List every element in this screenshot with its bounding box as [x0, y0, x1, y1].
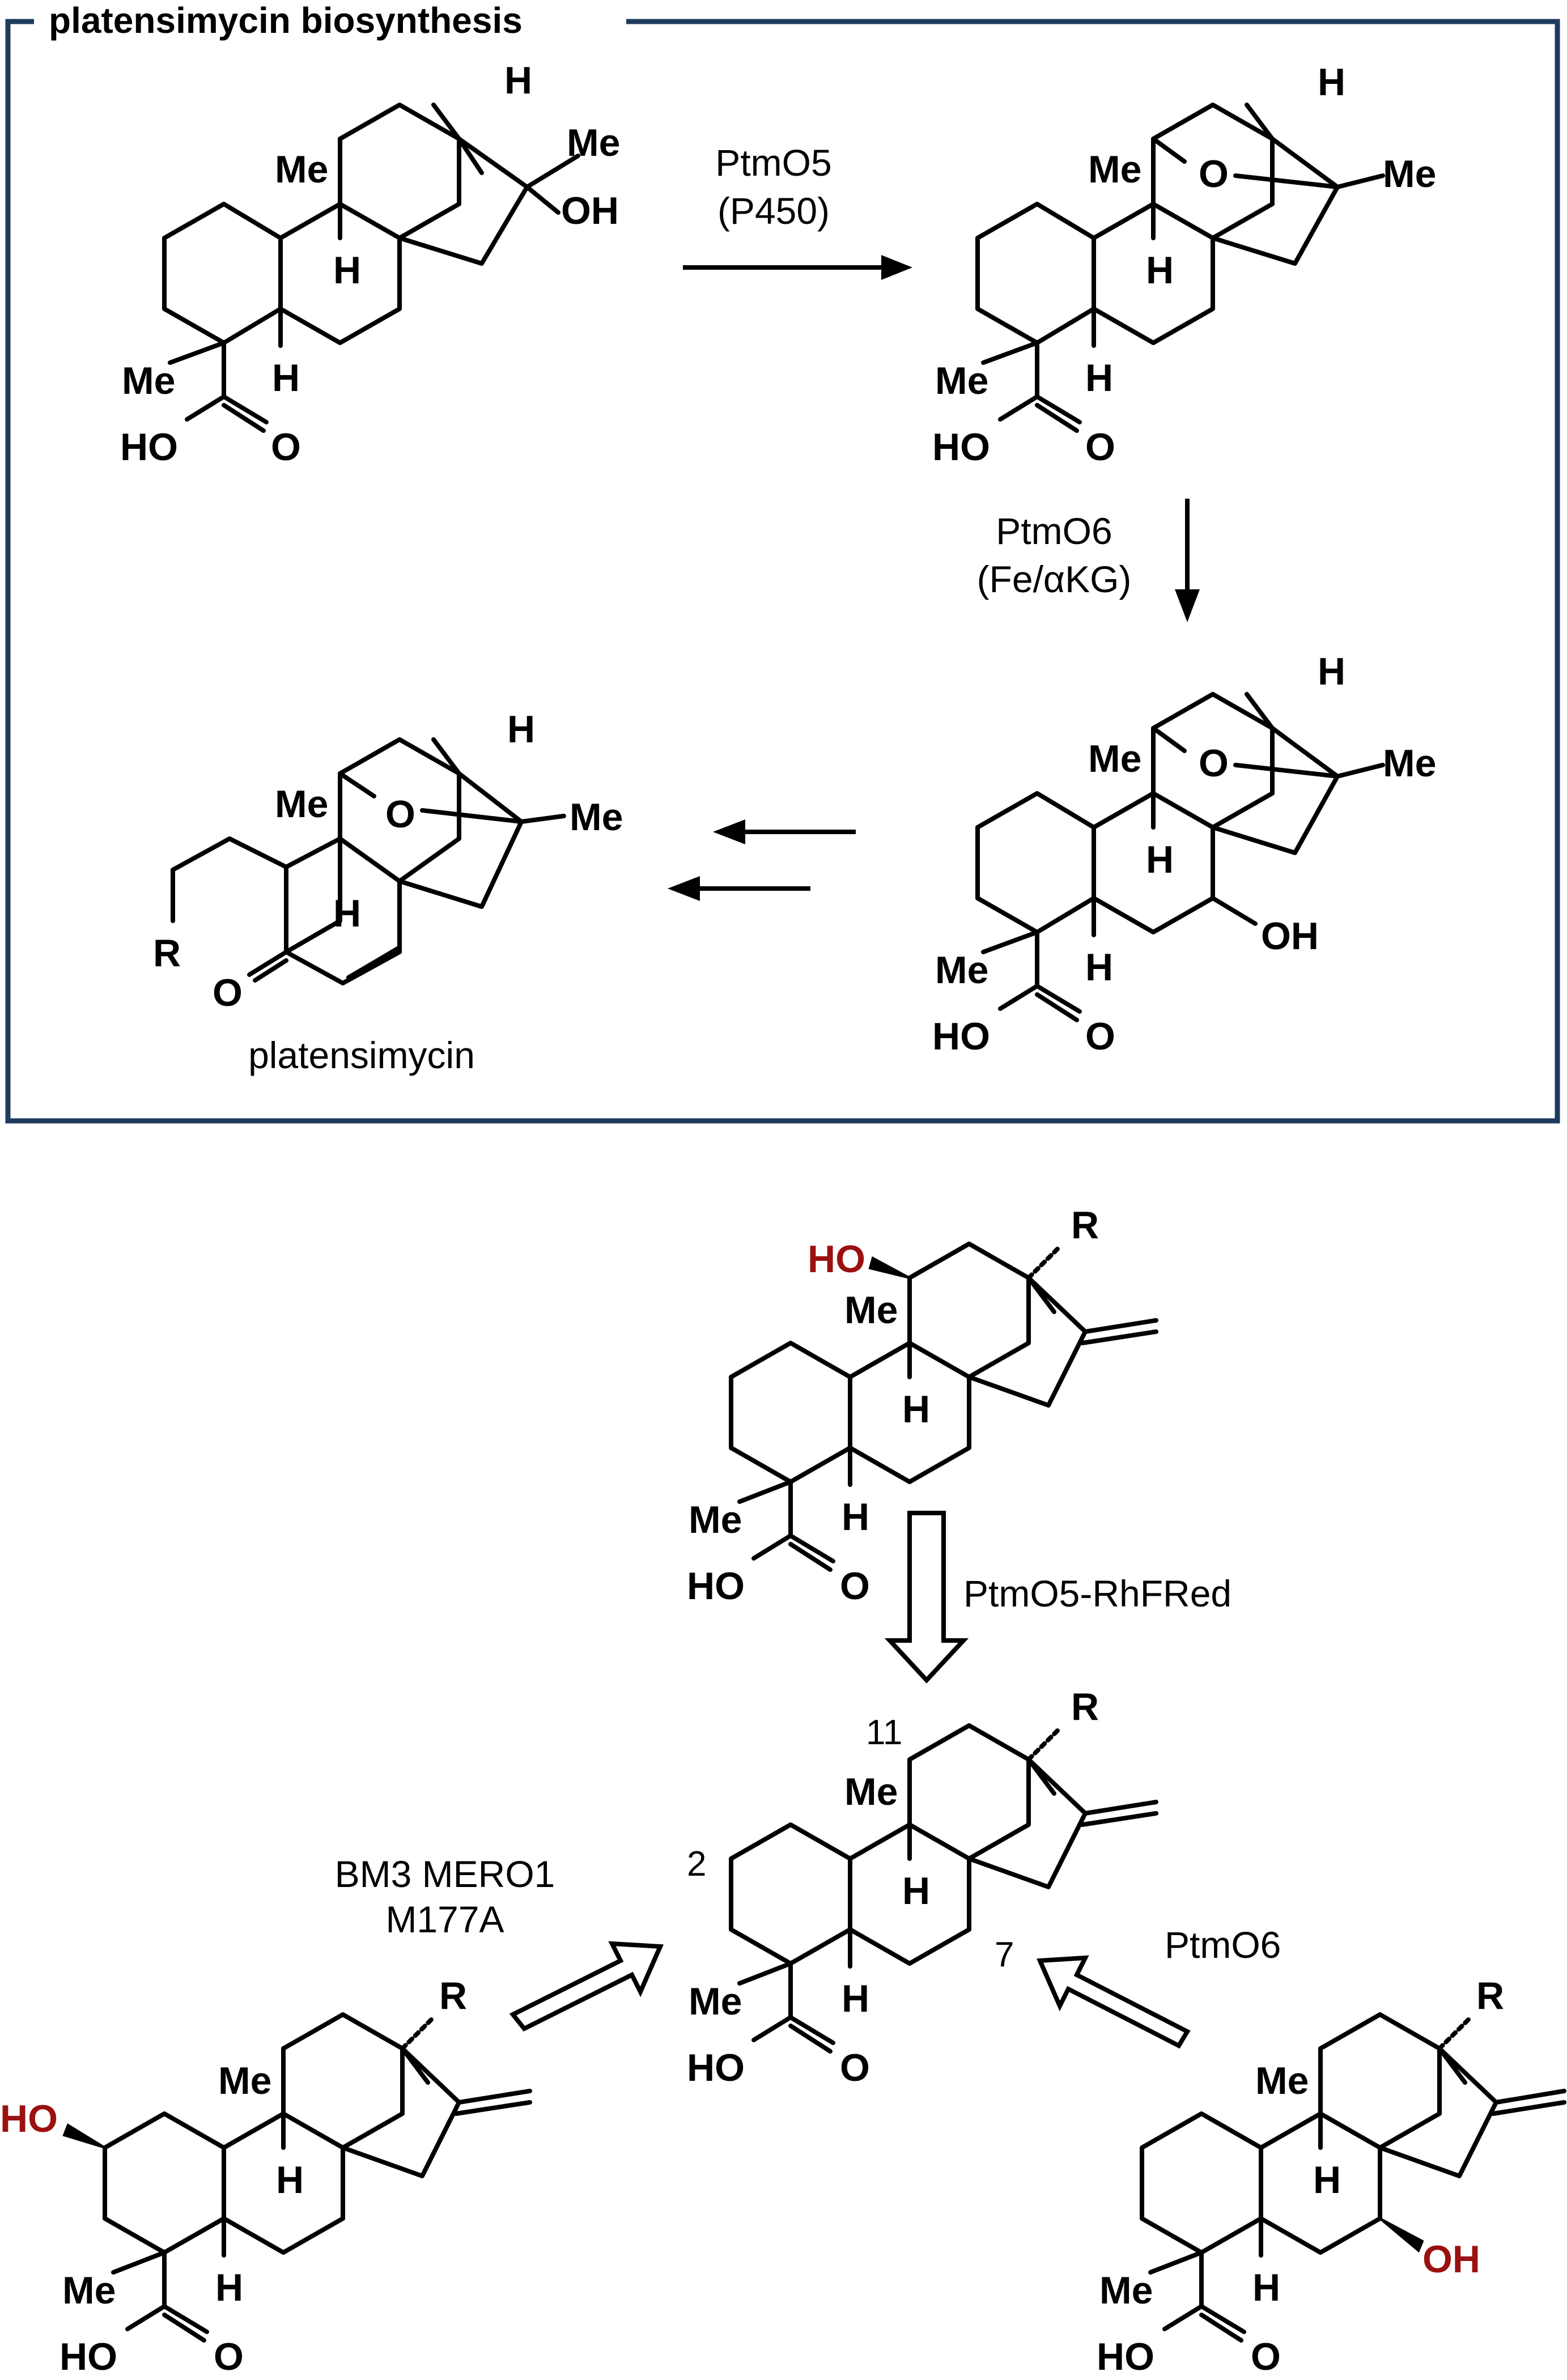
ho-label: HO: [120, 426, 178, 469]
ho-highlight-label: HO: [0, 2097, 58, 2140]
me-label: Me: [844, 1289, 898, 1332]
h-label: H: [1313, 2158, 1341, 2202]
r-label: R: [1476, 1974, 1504, 2017]
ether-o-label: O: [385, 793, 415, 836]
o-label: O: [271, 426, 301, 469]
h-label: H: [1146, 249, 1174, 292]
ho-label: HO: [60, 2335, 117, 2378]
multistep-arrows: [668, 819, 856, 901]
r-label: R: [1071, 1204, 1099, 1247]
ptmo6-label: PtmO6: [996, 510, 1112, 552]
p450-label: (P450): [717, 190, 830, 232]
h-label: H: [507, 708, 535, 751]
ether-o-label: O: [1199, 152, 1229, 196]
o-label: O: [1251, 2335, 1281, 2378]
box-border: [5, 19, 1560, 1124]
h-label: H: [1318, 650, 1345, 693]
h-label: H: [902, 1869, 930, 1912]
molecule-kauranol-ether: Me H H Me HO O O H Me: [932, 61, 1436, 469]
h-label: H: [1085, 356, 1113, 400]
bm3-mero1-label: BM3 MERO1: [335, 1853, 555, 1895]
arrow-ptmo5: PtmO5 (P450): [683, 142, 912, 280]
box-title: platensimycin biosynthesis: [49, 0, 523, 41]
arrow-ptmo6-lower: PtmO6: [1037, 1924, 1281, 2049]
position-11-label: 11: [866, 1713, 902, 1752]
o-label: O: [1085, 426, 1115, 469]
molecule-ent-kaurenoic-acid: 11 2 7 R Me H H Me HO O: [687, 1685, 1158, 2089]
o-label: O: [840, 2046, 870, 2089]
oh-label: OH: [561, 189, 619, 232]
fe-akg-label: (Fe/αKG): [977, 558, 1132, 600]
me-label: Me: [567, 121, 620, 164]
molecule-2-hydroxy: HO R Me H H Me HO O: [0, 1974, 532, 2378]
ho-label: HO: [932, 426, 990, 469]
me-label: Me: [935, 359, 988, 402]
oh-label: OH: [1261, 915, 1319, 958]
h-label: H: [215, 2266, 243, 2309]
me-label: Me: [689, 1980, 742, 2023]
molecule-12-hydroxy: HO R Me H H Me HO O: [687, 1204, 1158, 1608]
position-2-label: 2: [687, 1844, 706, 1884]
me-label: Me: [275, 148, 328, 191]
o-label: O: [214, 2335, 244, 2378]
me-label: Me: [122, 359, 175, 402]
me-label: Me: [1088, 148, 1141, 191]
r-label: R: [439, 1974, 467, 2017]
arrow-bm3-mero1: BM3 MERO1 M177A: [335, 1853, 664, 2032]
h-label: H: [842, 1495, 869, 1538]
ho-label: HO: [687, 2046, 745, 2089]
me-label: Me: [62, 2269, 116, 2312]
m177a-label: M177A: [385, 1898, 504, 1940]
oh-highlight-label: OH: [1422, 2238, 1480, 2281]
h-label: H: [1318, 61, 1345, 104]
o-label: O: [840, 1565, 870, 1608]
ho-highlight-label: HO: [808, 1238, 865, 1281]
o-label: O: [1085, 1015, 1115, 1058]
me-label: Me: [844, 1770, 898, 1813]
me-label: Me: [1088, 737, 1141, 780]
molecule-platensimycin: Me H O H Me R O platensimycin: [153, 708, 623, 1076]
h-label: H: [1085, 946, 1113, 989]
ether-o-label: O: [1199, 742, 1229, 785]
ptmo5-rhfred-label: PtmO5-RhFRed: [963, 1572, 1231, 1614]
h-label: H: [333, 892, 361, 935]
biosynthesis-box: platensimycin biosynthesis: [5, 0, 1560, 1124]
me-label: Me: [689, 1498, 742, 1541]
h-label: H: [902, 1388, 930, 1431]
molecule-ent-kaurenol-acid: Me H H Me HO O H Me OH: [120, 59, 620, 469]
ptmo6-lower-label: PtmO6: [1165, 1924, 1281, 1966]
h-label: H: [333, 249, 361, 292]
h-label: H: [276, 2158, 304, 2202]
me-label: Me: [1383, 742, 1436, 785]
ho-label: HO: [932, 1015, 990, 1058]
h-label: H: [272, 356, 300, 400]
r-label: R: [1071, 1685, 1099, 1728]
me-label: Me: [935, 949, 988, 992]
me-label: Me: [1383, 152, 1436, 196]
ptmo5-label: PtmO5: [715, 142, 831, 184]
arrow-ptmo5-rhfred: PtmO5-RhFRed: [884, 1511, 1231, 1684]
me-label: Me: [570, 796, 623, 839]
r-label: R: [153, 932, 181, 975]
h-label: H: [842, 1977, 869, 2020]
molecule-7-hydroxy-ether: Me H H Me HO O O H Me OH: [932, 650, 1436, 1058]
h-label: H: [1146, 838, 1174, 881]
platensimycin-label: platensimycin: [248, 1034, 475, 1076]
me-label: Me: [1099, 2269, 1153, 2312]
h-label: H: [1252, 2266, 1280, 2309]
me-label: Me: [1255, 2059, 1309, 2102]
position-7-label: 7: [995, 1935, 1014, 1974]
me-label: Me: [275, 783, 328, 826]
molecule-7-hydroxy: OH R Me H H Me HO O: [1097, 1974, 1566, 2378]
o-label: O: [213, 971, 243, 1014]
me-label: Me: [218, 2059, 271, 2102]
arrow-ptmo6: PtmO6 (Fe/αKG): [977, 499, 1200, 622]
ho-label: HO: [687, 1565, 745, 1608]
ho-label: HO: [1097, 2335, 1154, 2378]
h-label: H: [504, 59, 532, 102]
